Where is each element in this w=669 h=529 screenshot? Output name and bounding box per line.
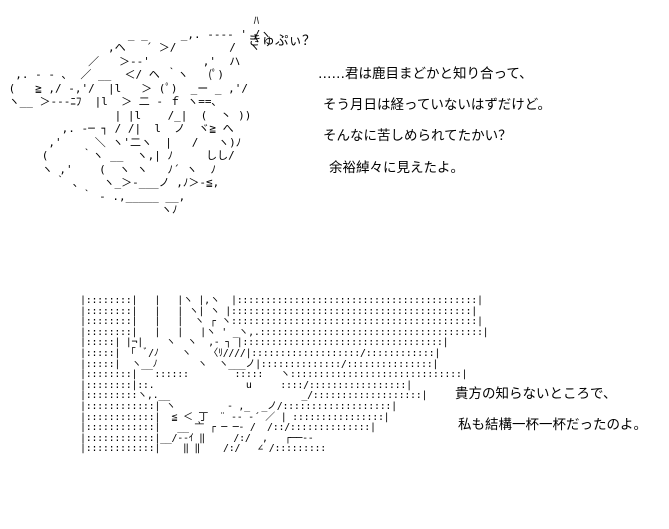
ascii-art-kyubey-and-character: ﾊ _ _ _,. ---‐ ' /ヽ ,ヘ ´ ＞/ / ヽ ／ ＞--' ,… (8, 14, 272, 216)
dialogue-line: 余裕綽々に見えたよ。 (329, 160, 464, 176)
dialogue-line: 私も結構一杯一杯だったのよ。 (458, 417, 647, 433)
dialogue-line: 貴方の知らないところで、 (455, 386, 617, 402)
dialogue-line: きゅぷぃ？ (248, 33, 316, 49)
dialogue-line: そんなに苦しめられてたかい？ (323, 128, 512, 144)
ascii-art-character-closeup: |::::::::| | |ヽ |,ヽ |:::::::::::::::::::… (80, 295, 489, 455)
dialogue-line: ……君は鹿目まどかと知り合って、 (318, 66, 533, 82)
dialogue-line: そう月日は経っていないはずだけど。 (323, 97, 552, 113)
